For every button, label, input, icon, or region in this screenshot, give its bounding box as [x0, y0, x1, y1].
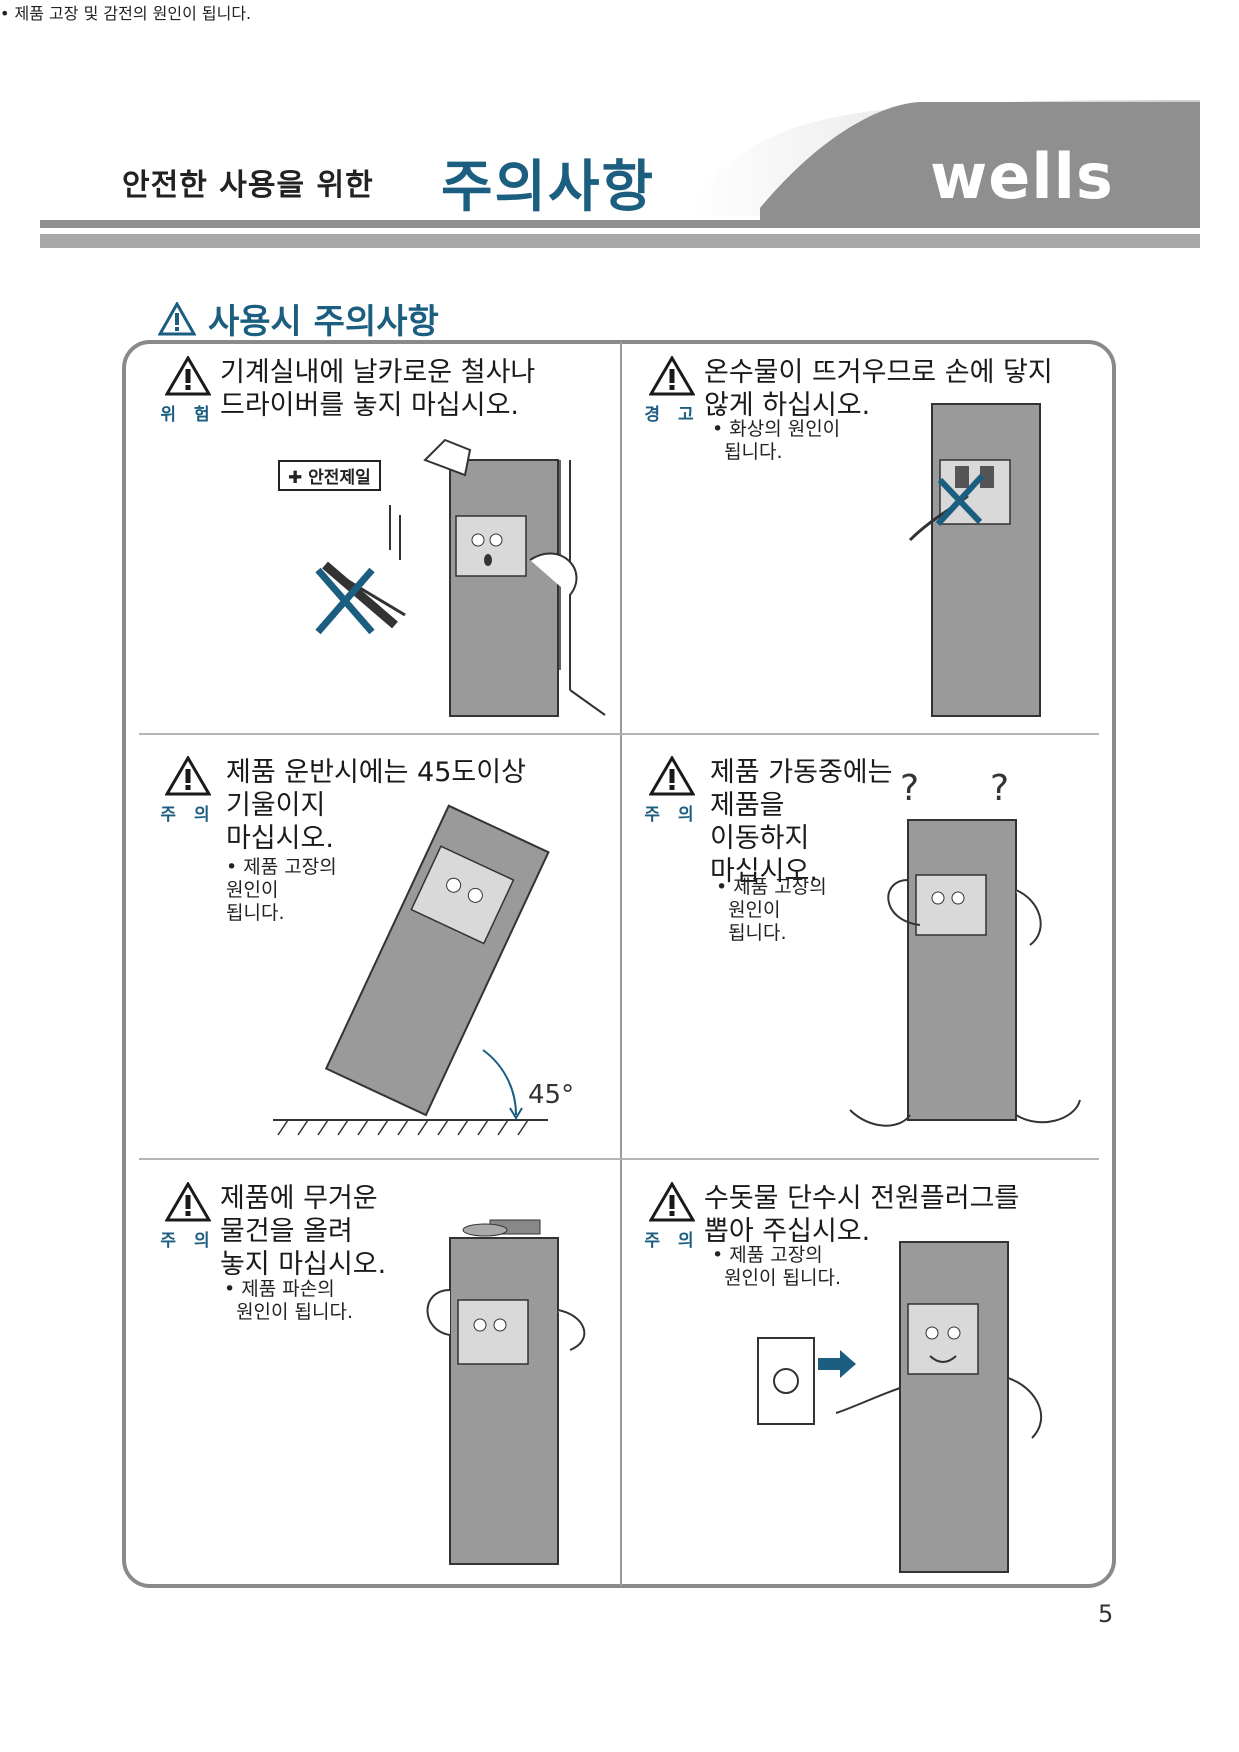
caution-badge: 주 의: [642, 755, 702, 825]
grid-divider-vertical: [620, 342, 622, 1586]
caution-note: • 제품 고장의 원인이 됩니다.: [226, 856, 337, 924]
caution-heading: 제품에 무거운 물건을 올려 놓지 마십시오.: [220, 1183, 387, 1280]
section-heading: 사용시 주의사항: [158, 294, 439, 343]
caution-heading: 온수물이 뜨거우므로 손에 닿지 않게 하십시오.: [704, 357, 1053, 421]
page-number: 5: [1098, 1600, 1114, 1628]
caution-note: • 제품 고장의 원인이 됩니다.: [712, 1244, 842, 1289]
caution-level: 주 의: [160, 805, 216, 825]
warning-triangle-icon: [164, 1181, 212, 1222]
illustration-heavy-objects: [426, 1219, 586, 1565]
caution-grid-frame: [122, 340, 1116, 1588]
illustration-unplug: [757, 1241, 1043, 1573]
grid-divider-horizontal: [139, 733, 1099, 735]
caution-level: 위 험: [160, 405, 216, 425]
header-subtitle: 안전한 사용을 위한: [122, 168, 374, 203]
caution-level: 주 의: [644, 1231, 700, 1251]
caution-badge: 경 고: [642, 355, 702, 425]
angle-label: 45°: [528, 1080, 575, 1110]
caution-heading: 기계실내에 날카로운 철사나 드라이버를 놓지 마십시오.: [220, 357, 536, 421]
illustration-no-moving: ? ?: [849, 768, 1081, 1127]
caution-badge: 주 의: [158, 1181, 218, 1251]
illustration-hot-water: [908, 403, 1041, 717]
grid-divider-horizontal: [139, 1158, 1099, 1160]
illustration-sharp-objects: [315, 438, 606, 717]
caution-heading: 제품 가동중에는 제품을 이동하지 마십시오.: [710, 757, 893, 887]
warning-triangle-icon: [648, 1181, 696, 1222]
caution-level: 주 의: [644, 805, 700, 825]
caution-badge: 위 험: [158, 355, 218, 425]
caution-badge: 주 의: [642, 1181, 702, 1251]
caution-note: • 화상의 원인이 됩니다.: [712, 418, 841, 463]
caution-level: 경 고: [644, 405, 700, 425]
svg-text:?: ?: [900, 768, 919, 809]
caution-level: 주 의: [160, 1231, 216, 1251]
warning-triangle-icon: [648, 355, 696, 396]
warning-triangle-icon: [164, 355, 212, 396]
warning-triangle-icon: [648, 755, 696, 796]
header-band-graphic: [40, 100, 1200, 248]
caution-note: • 제품 파손의 원인이 됩니다.: [224, 1278, 354, 1323]
caution-note: • 제품 고장의 원인이 됩니다.: [716, 876, 827, 944]
svg-text:?: ?: [990, 768, 1009, 809]
caution-heading: 수돗물 단수시 전원플러그를 뽑아 주십시오.: [704, 1183, 1020, 1247]
warning-triangle-icon: [164, 755, 212, 796]
caution-badge: 주 의: [158, 755, 218, 825]
caution-note: • 제품 고장 및 감전의 원인이 됩니다.: [0, 4, 252, 23]
illustration-tilt-45: [273, 804, 550, 1136]
safety-first-sign: ✚ 안전제일: [278, 460, 381, 491]
caution-heading: 제품 운반시에는 45도이상 기울이지 마십시오.: [226, 757, 526, 854]
warning-triangle-icon: [158, 301, 196, 335]
header-title: 주의사항: [441, 155, 656, 220]
section-title: 사용시 주의사항: [208, 302, 439, 342]
brand-logo-text: wells: [930, 140, 1114, 213]
